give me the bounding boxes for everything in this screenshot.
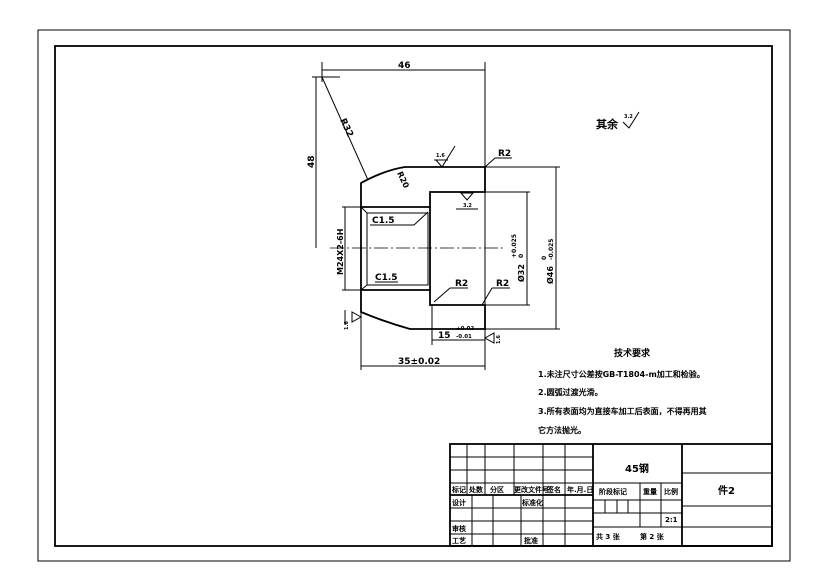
technical-notes: 技术要求 1.未注尺寸公差按GB-T1804-m加工和检验。 2.圆弧过渡光滑。… xyxy=(538,347,707,435)
drawing-roughness-bore: 3.2 xyxy=(463,203,472,209)
dim-48: 48 xyxy=(307,155,317,168)
dim-c15-bottom: C1.5 xyxy=(375,273,398,283)
dim-outer-dia: Ø46 xyxy=(545,266,555,284)
part-name: 件2 xyxy=(718,484,735,497)
drawing-roughness-left: 1.6 xyxy=(344,321,350,330)
notes-items-3: 它方法抛光。 xyxy=(538,425,586,435)
drawing-roughness-right: 1.6 xyxy=(496,335,502,344)
notes-items-0: 1.未注尺寸公差按GB-T1804-m加工和检验。 xyxy=(538,369,705,379)
dim-15: 15 xyxy=(438,331,451,341)
material: 45钢 xyxy=(625,462,649,475)
part-section xyxy=(330,166,505,330)
dim-thread: M24X2-6H xyxy=(336,229,345,275)
dim-r2-top: R2 xyxy=(498,149,511,159)
notes-title: 技术要求 xyxy=(614,347,651,359)
title_block-approve: 批准 xyxy=(524,536,538,545)
dim-46: 46 xyxy=(398,61,411,71)
title_block-scale_label: 比例 xyxy=(664,487,678,496)
drawing-dimensions-bore_tol_upper: +0.025 xyxy=(511,234,518,258)
surface-roughness: 1.6 3.2 1.6 1.6 其余 3.2 xyxy=(344,111,640,344)
title_block-sheet_label: 第 2 张 xyxy=(640,532,665,541)
dim-r2-outer: R2 xyxy=(496,279,509,289)
title_block-stage_mark: 阶段标记 xyxy=(599,487,627,496)
inner-frame xyxy=(54,45,773,547)
drawing-dimensions-depth_tol_lower: -0.01 xyxy=(456,334,472,340)
dim-r20: R20 xyxy=(395,170,411,190)
dim-35: 35±0.02 xyxy=(398,357,440,367)
title-block: 标记 处数 分区 更改文件号 签名 年.月.日 设计 标准化 审核 工艺 批准 … xyxy=(449,443,773,547)
drawing-dimensions-outer_tol_upper: 0 xyxy=(541,256,548,260)
dim-r2-inner: R2 xyxy=(455,279,468,289)
title_block-review: 审核 xyxy=(452,524,466,533)
title_block-process: 工艺 xyxy=(452,536,466,545)
title_block-headers-4: 签名 xyxy=(546,485,561,494)
drawing-dimensions-bore_tol_lower: 0 xyxy=(518,254,525,258)
outer-frame xyxy=(37,29,791,562)
notes-items-2: 3.所有表面均为直接车加工后表面，不得再用其 xyxy=(538,406,707,416)
drawing-roughness-rest_value: 3.2 xyxy=(624,114,633,120)
dim-r32: R32 xyxy=(337,117,354,139)
top-wall-hatch xyxy=(360,166,486,208)
notes-items-1: 2.圆弧过渡光滑。 xyxy=(538,387,603,397)
title_block-headers-1: 处数 xyxy=(468,485,484,494)
title_block-headers-0: 标记 xyxy=(451,485,466,494)
title_block-standardization: 标准化 xyxy=(521,498,543,507)
dim-c15-top: C1.5 xyxy=(372,216,395,226)
thread-minor xyxy=(366,212,429,286)
drawing-roughness-top: 1.6 xyxy=(436,153,445,159)
drawing-dimensions-depth_tol_upper: +0.02 xyxy=(456,326,474,332)
title_block-headers-3: 更改文件号 xyxy=(514,485,549,494)
title_block-headers-5: 年.月.日 xyxy=(567,485,593,494)
dimensions: 46 48 R32 R20 C1.5 C1.5 M24X2-6H Ø32 +0.… xyxy=(307,61,560,370)
title_block-sheets_total_label: 共 3 张 xyxy=(596,532,621,541)
title_block-weight: 重量 xyxy=(643,487,657,496)
rest-roughness-label: 其余 xyxy=(596,117,619,131)
scale: 2:1 xyxy=(665,516,678,524)
drawing-dimensions-outer_tol_lower: -0.025 xyxy=(548,239,555,260)
title_block-headers-2: 分区 xyxy=(490,485,504,494)
bottom-wall-hatch xyxy=(360,289,486,330)
title_block-design: 设计 xyxy=(452,498,466,507)
dim-bore-dia: Ø32 xyxy=(516,264,526,282)
